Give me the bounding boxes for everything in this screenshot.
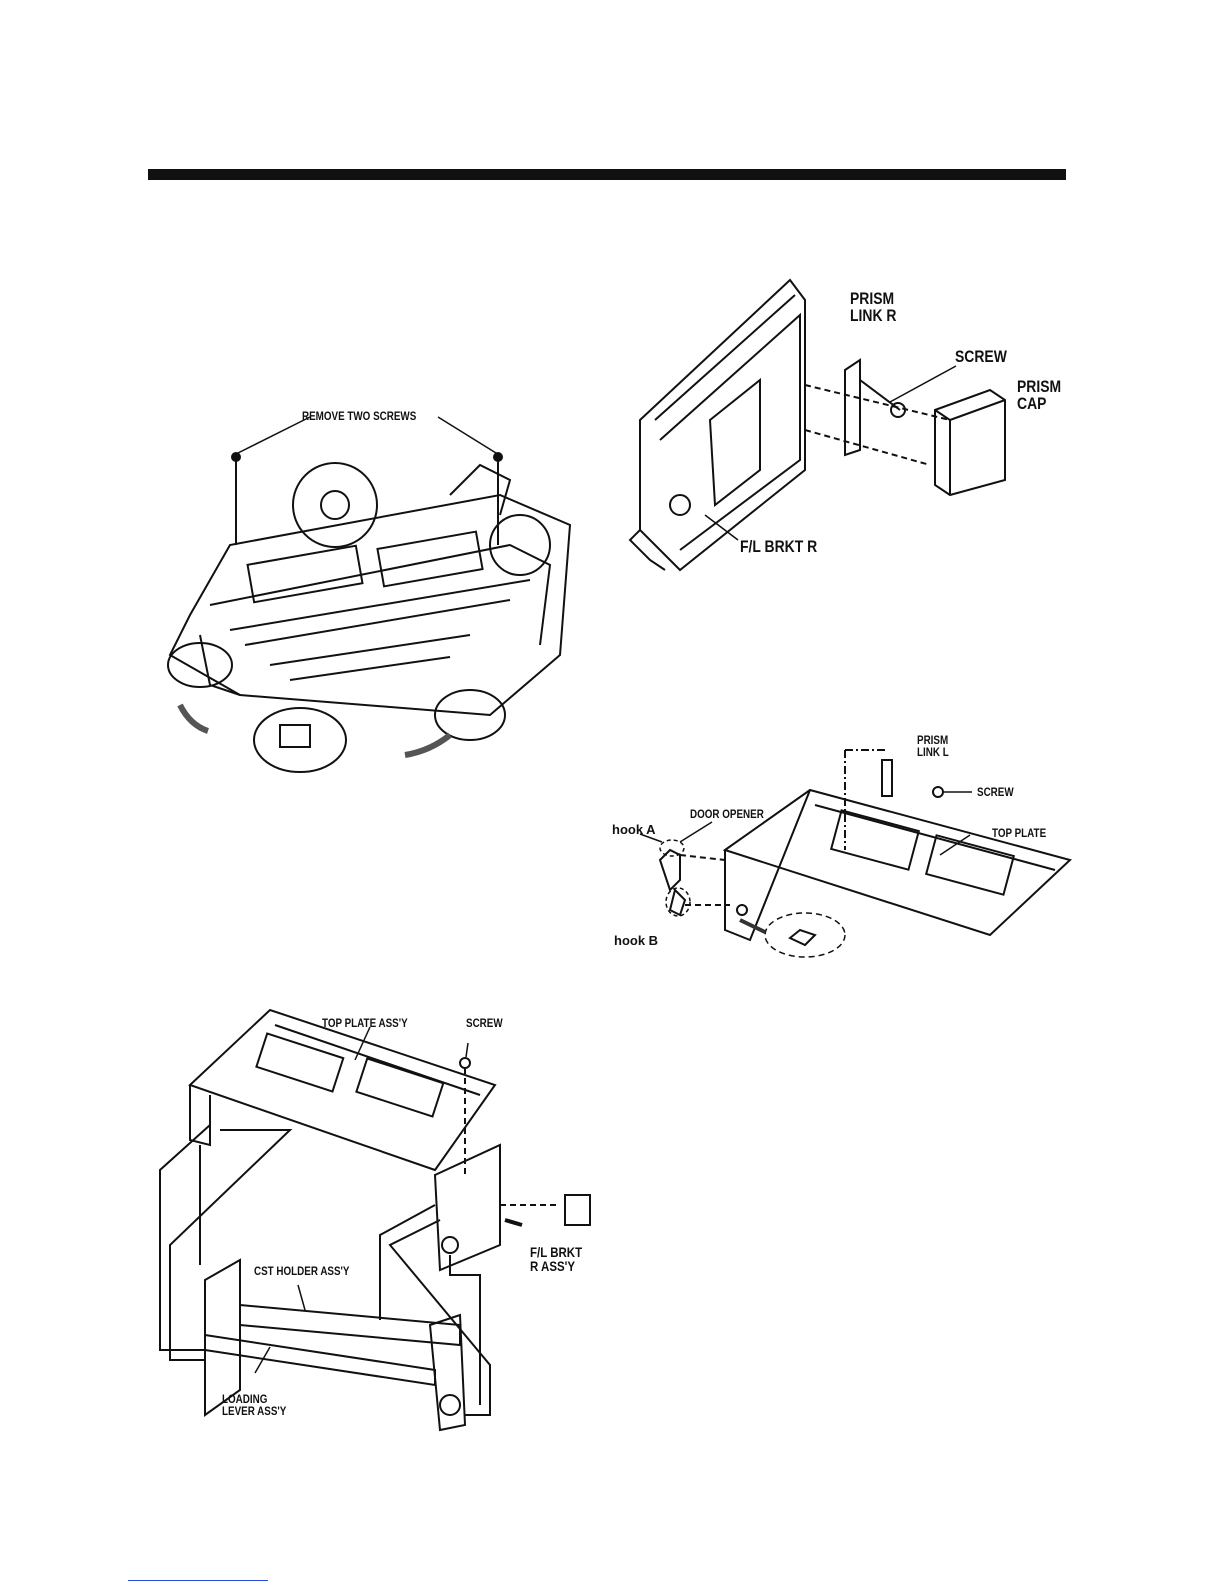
- label-door-opener: DOOR OPENER: [690, 808, 764, 820]
- label-screw-fig3: SCREW: [977, 786, 1014, 798]
- fl-bracket-r-drawing: [620, 270, 1070, 580]
- label-cst-holder-assy: CST HOLDER ASS'Y: [254, 1265, 349, 1277]
- label-fl-brkt-r: F/L BRKT R: [740, 538, 817, 555]
- label-remove-two-screws: REMOVE TWO SCREWS: [302, 410, 416, 422]
- label-hook-a: hook A: [612, 823, 656, 836]
- figure-fl-bracket-r: PRISM LINK R SCREW PRISM CAP F/L BRKT R: [620, 270, 1070, 580]
- label-fl-brkt-r-assy: F/L BRKT R ASS'Y: [530, 1245, 582, 1273]
- exploded-assembly-drawing: [150, 1005, 595, 1435]
- label-prism-cap: PRISM CAP: [1017, 378, 1061, 412]
- figure-exploded-assembly: TOP PLATE ASS'Y SCREW CST HOLDER ASS'Y F…: [150, 1005, 595, 1435]
- label-top-plate-assy: TOP PLATE ASS'Y: [322, 1017, 408, 1029]
- label-hook-b: hook B: [614, 934, 658, 947]
- label-loading-lever-assy: LOADING LEVER ASS'Y: [222, 1393, 286, 1417]
- label-screw-fig2: SCREW: [955, 348, 1007, 365]
- deck-drawing: [150, 395, 590, 775]
- label-screw-fig4: SCREW: [466, 1017, 503, 1029]
- figure-deck-remove-screws: REMOVE TWO SCREWS: [150, 395, 590, 775]
- bottom-link-underline: [128, 1580, 268, 1581]
- label-top-plate: TOP PLATE: [992, 827, 1046, 839]
- label-prism-link-l: PRISM LINK L: [917, 734, 949, 758]
- label-prism-link-r: PRISM LINK R: [850, 290, 896, 324]
- top-plate-drawing: [610, 730, 1075, 965]
- header-rule: [148, 169, 1066, 180]
- figure-top-plate-door-opener: PRISM LINK L SCREW DOOR OPENER hook A TO…: [610, 730, 1075, 965]
